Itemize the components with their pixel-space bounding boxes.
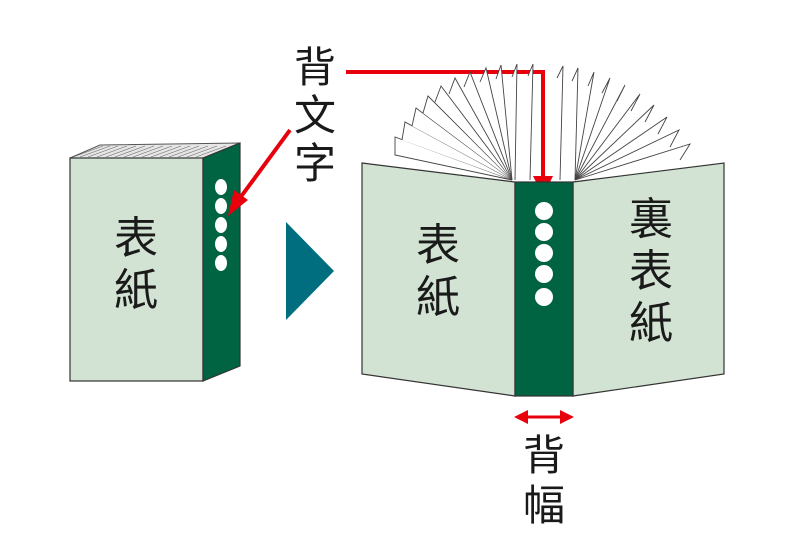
spine-mark (535, 244, 553, 262)
spine-width-label: 背 幅 (523, 431, 565, 530)
spine-text-char-2: 文 (294, 91, 336, 140)
closed-book: 表 紙 (69, 142, 241, 382)
spine-width-char-2: 幅 (523, 481, 565, 530)
spine-width-char-1: 背 (523, 431, 565, 480)
spine-mark (535, 223, 553, 241)
spine-mark (215, 198, 227, 214)
open-book-spine-marks (535, 202, 553, 306)
open-front-label-1: 表 (416, 220, 460, 271)
spine-mark (535, 288, 553, 306)
arrow-to-closed-spine (228, 128, 292, 216)
open-book-pages (394, 63, 692, 181)
transition-arrow-icon (286, 222, 334, 320)
closed-book-spine-marks (215, 179, 227, 271)
closed-cover-label-1: 表 (114, 213, 158, 264)
spine-text-char-1: 背 (294, 43, 336, 92)
open-back-label-3: 紙 (629, 298, 673, 349)
spine-mark (215, 217, 227, 233)
spine-text-label: 背 文 字 (294, 43, 336, 188)
spine-mark (215, 255, 227, 271)
open-book: 表 紙 裏 表 紙 (361, 63, 725, 397)
spine-text-char-3: 字 (294, 139, 336, 188)
closed-book-cover (69, 157, 204, 382)
spine-mark (215, 236, 227, 252)
spine-mark (535, 202, 553, 220)
open-front-label-2: 紙 (416, 272, 460, 323)
open-back-label-1: 裏 (629, 194, 673, 245)
spine-width-arrow (514, 410, 574, 424)
closed-cover-label-2: 紙 (114, 265, 158, 316)
spine-mark (215, 179, 227, 195)
spine-mark (535, 265, 553, 283)
open-back-label-2: 表 (629, 246, 673, 297)
